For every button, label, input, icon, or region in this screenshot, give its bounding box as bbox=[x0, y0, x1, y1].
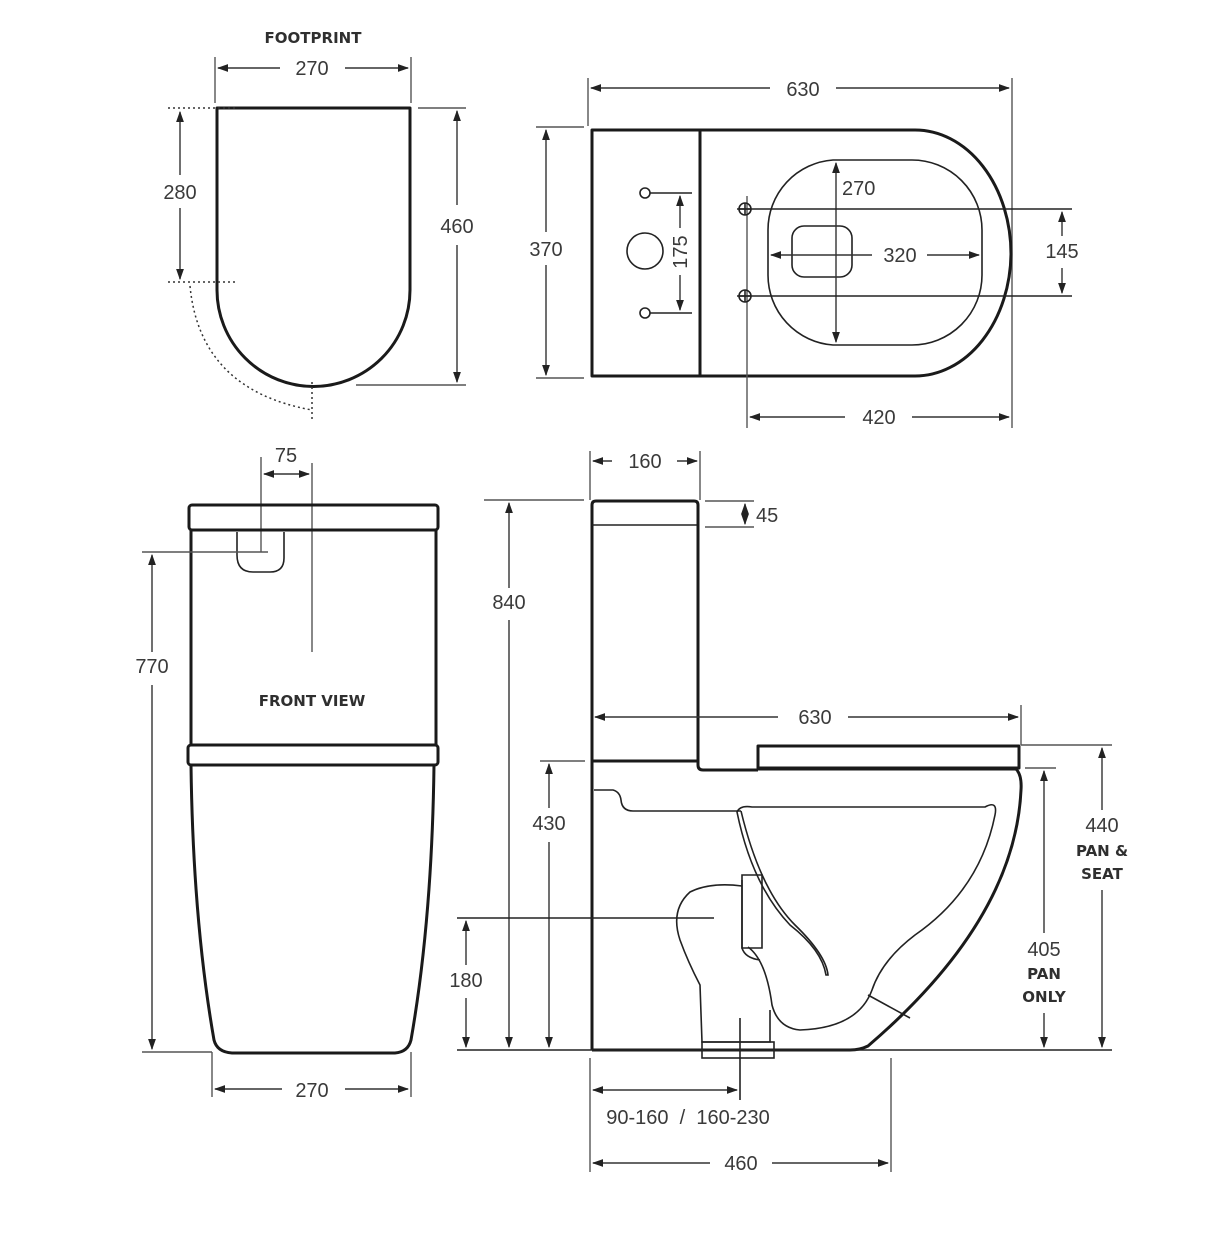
pan-only-height-label: 405 bbox=[1027, 939, 1060, 961]
fixing-spacing-label: 145 bbox=[1045, 241, 1078, 263]
tap-spacing-label: 175 bbox=[670, 235, 692, 268]
front-view: 75 FRONT VIEW 770 270 bbox=[135, 445, 440, 1102]
top-width-label: 370 bbox=[529, 239, 562, 261]
pan-seat-height-label: 440 bbox=[1085, 815, 1118, 837]
pan-side-outline bbox=[592, 767, 1023, 1052]
cistern-lid bbox=[187, 503, 440, 532]
seat-opening-width-label: 320 bbox=[883, 245, 916, 267]
front-view-title: FRONT VIEW bbox=[259, 692, 366, 710]
footprint-title: FOOTPRINT bbox=[265, 29, 363, 47]
seat-side bbox=[756, 744, 1021, 770]
footprint-depth-total-label: 460 bbox=[440, 216, 473, 238]
footprint-view: FOOTPRINT 270 280 460 bbox=[163, 29, 474, 420]
pan-seat-caption-1: PAN & bbox=[1076, 842, 1128, 860]
lid-thickness-label: 45 bbox=[756, 505, 778, 527]
cistern-depth-label: 160 bbox=[628, 451, 661, 473]
pan-length-label: 630 bbox=[798, 707, 831, 729]
top-length-label: 630 bbox=[786, 79, 819, 101]
seat-opening-depth-label: 270 bbox=[842, 178, 875, 200]
pan-only-caption-1: PAN bbox=[1027, 965, 1061, 983]
footprint-width-label: 270 bbox=[295, 58, 328, 80]
fixing-to-front-label: 420 bbox=[862, 407, 895, 429]
front-base-width-label: 270 bbox=[295, 1080, 328, 1102]
waste-height-label: 180 bbox=[449, 970, 482, 992]
pan-only-caption-2: ONLY bbox=[1022, 988, 1067, 1006]
footprint-depth-straight-label: 280 bbox=[163, 182, 196, 204]
seat-opening-outline bbox=[767, 159, 983, 346]
button-height-label: 770 bbox=[135, 656, 168, 678]
flush-button-icon bbox=[236, 532, 285, 573]
side-base-length-label: 460 bbox=[724, 1153, 757, 1175]
overall-height-label: 840 bbox=[492, 592, 525, 614]
pan-outline bbox=[189, 764, 436, 1055]
button-hole-icon bbox=[626, 232, 664, 270]
top-body-outline bbox=[590, 128, 1013, 378]
side-view: 160 45 840 630 4 bbox=[449, 451, 1128, 1175]
seat-band bbox=[186, 743, 440, 767]
outlet-outline bbox=[791, 225, 853, 278]
rim-height-label: 430 bbox=[532, 813, 565, 835]
footprint-shape bbox=[215, 106, 412, 388]
top-view: 630 370 175 270 320 bbox=[529, 78, 1079, 429]
button-offset-label: 75 bbox=[275, 445, 297, 467]
pan-seat-caption-2: SEAT bbox=[1081, 865, 1123, 883]
set-out-range-label: 90-160 / 160-230 bbox=[606, 1107, 769, 1129]
